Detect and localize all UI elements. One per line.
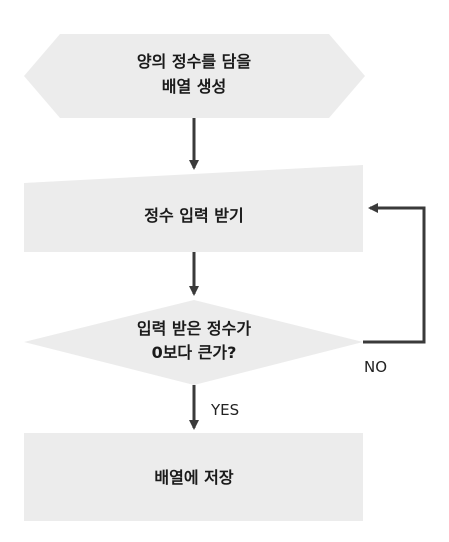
input-label: 정수 입력 받기 bbox=[144, 206, 243, 225]
store-process-shape bbox=[24, 433, 363, 521]
start-label-line2: 배열 생성 bbox=[162, 77, 226, 96]
start-label-line1: 양의 정수를 담을 bbox=[137, 52, 251, 71]
input-manual-shape bbox=[24, 165, 363, 252]
arrow-decision-loop-back bbox=[363, 203, 426, 344]
start-preparation-shape bbox=[24, 34, 365, 118]
yes-label: YES bbox=[210, 401, 239, 419]
decision-label-line2: 0보다 큰가? bbox=[152, 343, 237, 362]
decision-label-line1: 입력 받은 정수가 bbox=[137, 319, 251, 338]
no-label: NO bbox=[364, 358, 387, 376]
store-label: 배열에 저장 bbox=[154, 468, 233, 487]
decision-diamond-shape bbox=[24, 300, 363, 385]
